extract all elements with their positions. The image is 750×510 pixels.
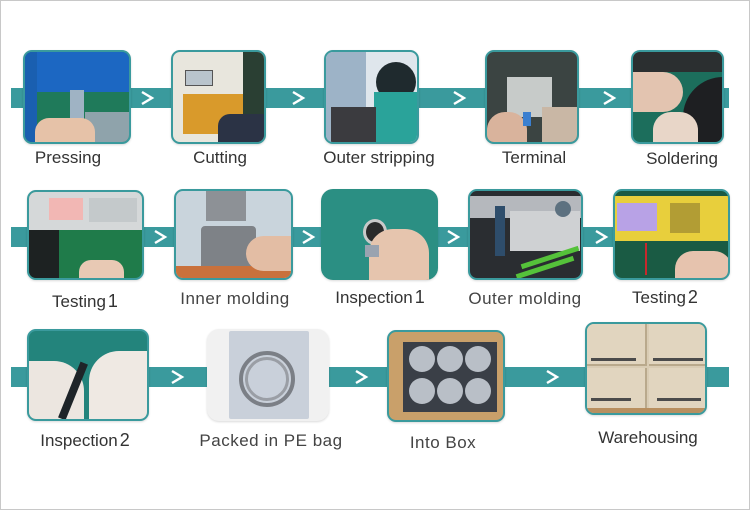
arrow-icon (166, 367, 188, 387)
yellow-tester-photo (613, 189, 730, 280)
arrow-icon (149, 227, 171, 247)
arrow-icon (297, 227, 319, 247)
cable-tester-photo (27, 190, 144, 280)
arrow-icon (350, 367, 372, 387)
outer-molding-photo (468, 189, 583, 280)
step-label-terminal: Terminal (501, 148, 567, 167)
step-label-soldering: Soldering (646, 149, 718, 168)
step-label-inner-molding: Inner molding (180, 289, 290, 308)
step-label-pressing: Pressing (34, 148, 102, 167)
connector-inspection-photo (321, 189, 438, 280)
arrow-icon (442, 227, 464, 247)
arrow-icon (287, 88, 309, 108)
stacked-cartons-photo (585, 322, 707, 415)
step-label-cutting: Cutting (193, 148, 247, 167)
step-label-packed-in-pe-bag: Packed in PE bag (199, 431, 343, 450)
wire-cutting-machine-photo (171, 50, 266, 144)
pe-bag-photo (207, 329, 329, 421)
arrow-icon (590, 227, 612, 247)
arrow-icon (136, 88, 158, 108)
arrow-icon (598, 88, 620, 108)
arrow-icon (448, 88, 470, 108)
step-label-into-box: Into Box (409, 433, 477, 452)
carton-box-photo (387, 330, 505, 422)
gloved-inspection-photo (27, 329, 149, 421)
soldering-photo (631, 50, 724, 144)
terminal-crimping-photo (485, 50, 579, 144)
arrow-icon (541, 367, 563, 387)
step-label-warehousing: Warehousing (598, 428, 698, 447)
pressing-machine-photo (23, 50, 131, 144)
workers-stripping-photo (324, 50, 419, 144)
inner-molding-photo (174, 189, 293, 280)
step-label-outer-molding: Outer molding (468, 289, 582, 308)
step-label-outer-stripping: Outer stripping (323, 148, 435, 167)
